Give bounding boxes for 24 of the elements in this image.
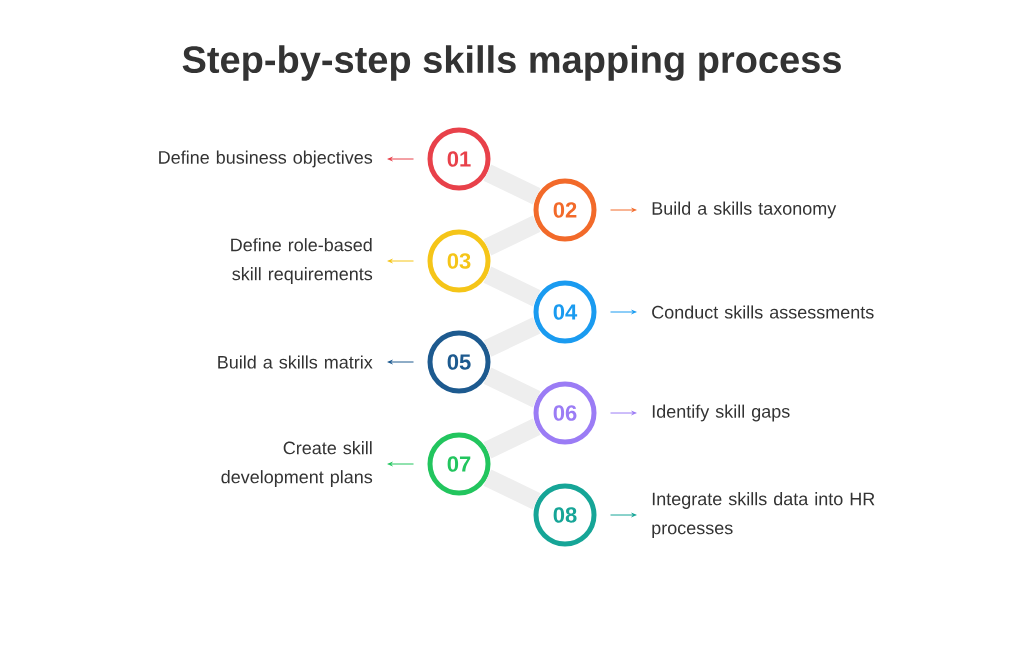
step-label: Integrate skills data into HR processes — [652, 492, 875, 538]
connector-band — [483, 367, 541, 408]
arrow — [387, 462, 414, 466]
step-label: Define role-based skill requirements — [231, 238, 373, 284]
connector-band — [483, 215, 541, 256]
step-label: Create skill development plans — [221, 441, 373, 487]
step-label: Identify skill gaps — [652, 404, 790, 422]
arrow — [610, 411, 637, 415]
step-label: Build a skills matrix — [218, 355, 373, 369]
arrow — [610, 513, 637, 517]
arrow — [387, 157, 414, 161]
connector-band — [483, 317, 541, 357]
arrow — [387, 259, 414, 263]
step-label: Build a skills taxonomy — [652, 201, 837, 219]
connector-band — [483, 469, 541, 510]
connector-band — [483, 164, 541, 205]
step-label: Define business objectives — [159, 150, 373, 168]
arrow — [610, 310, 637, 314]
title: Step-by-step skills mapping process — [182, 45, 841, 81]
connector-band — [483, 418, 541, 459]
arrow — [610, 208, 637, 212]
arrow — [387, 360, 414, 364]
step-label: Conduct skills assessments — [652, 305, 874, 319]
connector-band — [483, 266, 541, 307]
